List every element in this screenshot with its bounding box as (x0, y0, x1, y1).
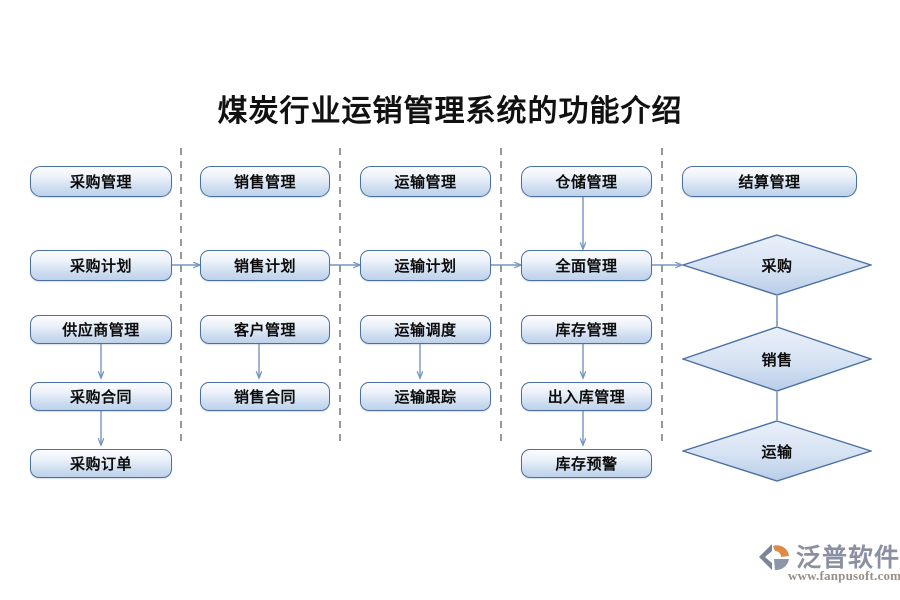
node-purchase-plan[interactable]: 采购计划 (30, 250, 172, 281)
fanpusoft-logo-icon (759, 544, 789, 571)
column-header-3[interactable]: 运输管理 (360, 166, 491, 197)
node-inventory-alert[interactable]: 库存预警 (521, 449, 652, 478)
diamond-label: 运输 (761, 443, 793, 461)
diamond-shape-icon (682, 420, 872, 482)
diamond-label: 采购 (761, 257, 793, 275)
node-transport-plan[interactable]: 运输计划 (360, 250, 491, 281)
diamond-label: 销售 (761, 351, 793, 369)
diamond-sales[interactable]: 销售 (682, 326, 872, 392)
diamond-shape-icon (682, 234, 872, 296)
node-sales-contract[interactable]: 销售合同 (200, 382, 330, 411)
node-inventory-mgmt[interactable]: 库存管理 (521, 315, 652, 344)
column-header-4[interactable]: 仓储管理 (521, 166, 652, 197)
column-header-5[interactable]: 结算管理 (682, 166, 857, 197)
page-title: 煤炭行业运销管理系统的功能介绍 (217, 95, 683, 128)
brand-name: 泛普软件 (796, 544, 900, 572)
brand-logo: 泛普软件 www.fanpusoft.com (756, 538, 900, 590)
node-transport-tracking[interactable]: 运输跟踪 (360, 382, 491, 411)
node-transport-dispatch[interactable]: 运输调度 (360, 315, 491, 344)
diamond-transport[interactable]: 运输 (682, 420, 872, 482)
diamond-purchase[interactable]: 采购 (682, 234, 872, 296)
node-sales-plan[interactable]: 销售计划 (200, 250, 330, 281)
diamond-shape-icon (682, 326, 872, 392)
brand-url: www.fanpusoft.com (788, 568, 900, 583)
node-inout-storage-mgmt[interactable]: 出入库管理 (521, 382, 652, 411)
node-purchase-contract[interactable]: 采购合同 (30, 382, 172, 411)
column-header-1[interactable]: 采购管理 (30, 166, 172, 197)
node-supplier-mgmt[interactable]: 供应商管理 (30, 315, 172, 344)
column-header-2[interactable]: 销售管理 (200, 166, 330, 197)
node-purchase-order[interactable]: 采购订单 (30, 449, 172, 478)
node-customer-mgmt[interactable]: 客户管理 (200, 315, 330, 344)
node-overall-mgmt[interactable]: 全面管理 (521, 250, 652, 281)
